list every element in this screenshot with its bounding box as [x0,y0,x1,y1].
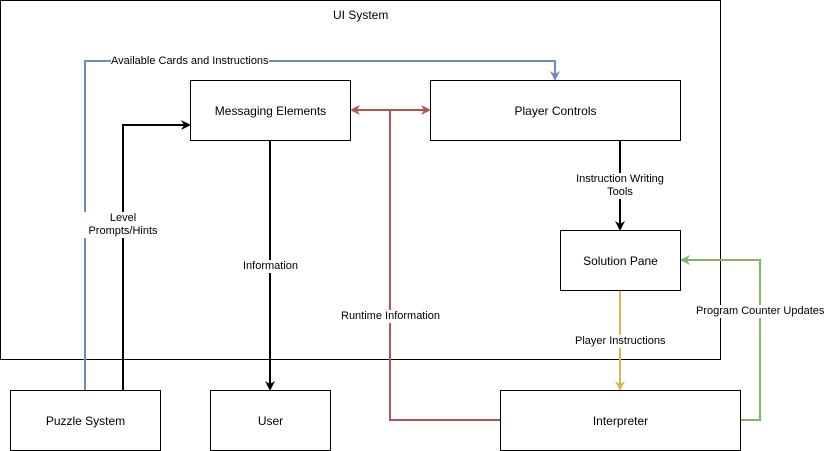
ui-system-title: UI System [333,8,389,22]
edge-runtime-information [389,110,500,421]
messaging-elements-node[interactable]: Messaging Elements [190,80,351,141]
level-prompts-line2: Prompts/Hints [88,225,158,237]
puzzle-system-label: Puzzle System [45,413,126,428]
puzzle-system-node[interactable]: Puzzle System [10,390,161,451]
solution-pane-node[interactable]: Solution Pane [560,230,681,291]
interpreter-label: Interpreter [592,413,649,428]
player-controls-node[interactable]: Player Controls [430,80,681,141]
edge-program-counter-updates [680,255,761,421]
user-node[interactable]: User [210,390,331,451]
available-cards-label: Available Cards and Instructions [111,55,269,68]
program-counter-updates-label: Program Counter Updates [696,305,825,318]
level-prompts-line1: Level [109,212,137,224]
instruction-tools-label: Instruction Writing Tools [570,173,670,199]
instruction-tools-line2: Tools [607,186,633,198]
interpreter-node[interactable]: Interpreter [500,390,741,451]
player-controls-label: Player Controls [514,103,597,118]
user-label: User [257,413,284,428]
level-prompts-label: Level Prompts/Hints [74,212,172,238]
information-label: Information [243,260,299,273]
messaging-elements-label: Messaging Elements [214,103,327,118]
ui-system-container [0,0,721,360]
player-instructions-label: Player Instructions [575,335,666,348]
runtime-information-label: Runtime Information [341,310,441,323]
instruction-tools-line1: Instruction Writing [576,173,664,185]
solution-pane-label: Solution Pane [583,253,658,268]
edge-level-prompts [122,120,191,390]
